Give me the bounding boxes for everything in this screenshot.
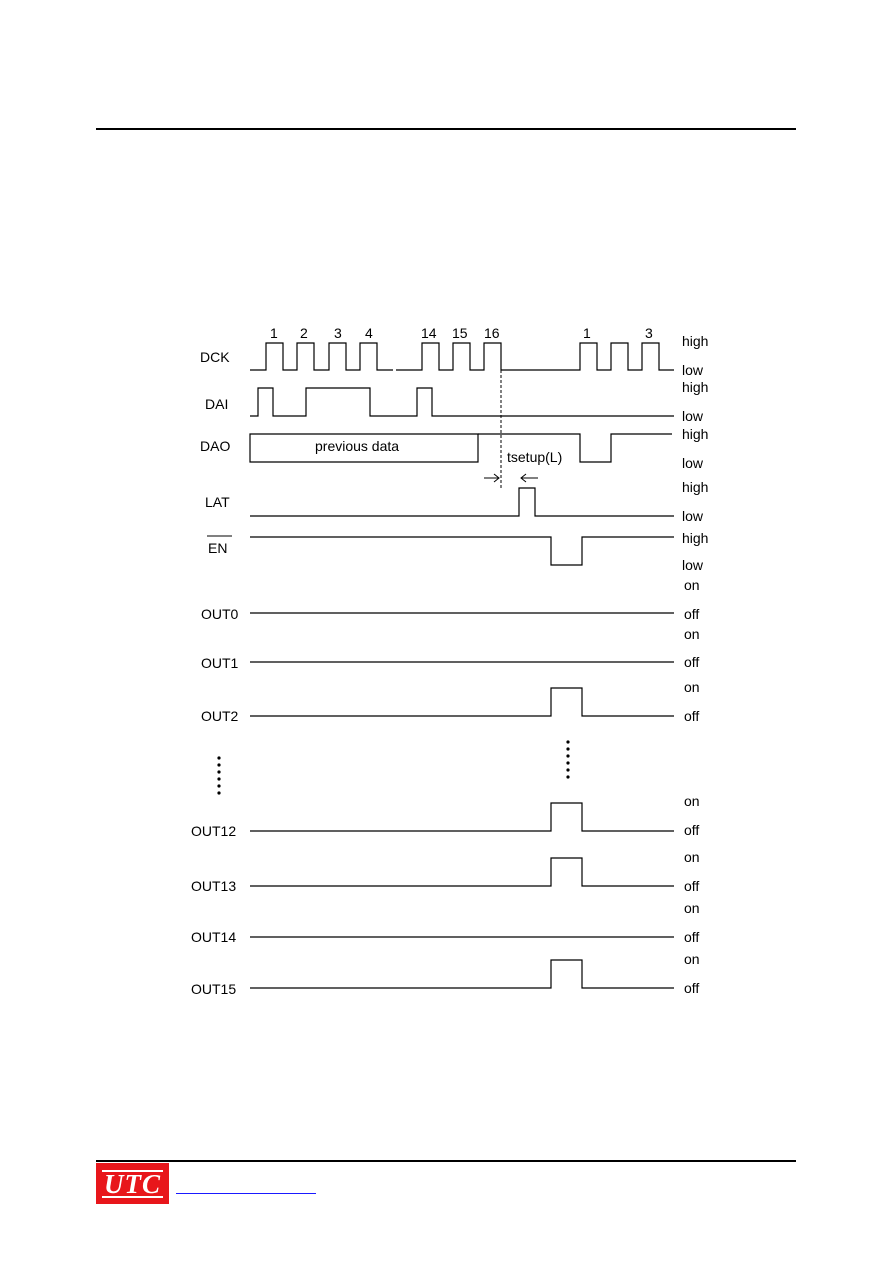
clock-pulse-label: 1 [583, 325, 591, 341]
state-label-out14-off: off [684, 929, 699, 945]
utc-logo: UTC [96, 1163, 169, 1204]
state-label-dao-low: low [682, 455, 704, 471]
lat-waveform [250, 487, 674, 517]
footer-link-underline[interactable] [176, 1193, 316, 1194]
signal-label-en: EN [208, 540, 227, 556]
state-label-lat-high: high [682, 479, 708, 495]
state-label-en-low: low [682, 557, 704, 573]
clock-pulse-label: 4 [365, 325, 373, 341]
state-label-dck-high: high [682, 333, 708, 349]
state-label-out2-on: on [684, 679, 700, 695]
state-label-dai-high: high [682, 379, 708, 395]
setup-arrow-left-icon [520, 473, 538, 483]
signal-label-out15: OUT15 [191, 981, 236, 997]
state-label-lat-low: low [682, 508, 704, 524]
state-label-out12-off: off [684, 822, 699, 838]
clock-pulse-label: 2 [300, 325, 308, 341]
state-label-out15-off: off [684, 980, 699, 996]
state-label-en-high: high [682, 530, 708, 546]
signal-label-out14: OUT14 [191, 929, 236, 945]
state-label-dao-high: high [682, 426, 708, 442]
signal-label-out2: OUT2 [201, 708, 239, 724]
state-label-dai-low: low [682, 408, 704, 424]
footer-rule [96, 1160, 796, 1162]
logo-text: UTC [102, 1168, 163, 1199]
en-waveform [250, 536, 674, 566]
state-label-out15-on: on [684, 951, 700, 967]
out12-waveform [250, 802, 674, 832]
signal-label-dao: DAO [200, 438, 230, 454]
out2-waveform [250, 687, 674, 717]
dao-previous-data-box [249, 433, 479, 463]
state-label-out2-off: off [684, 708, 699, 724]
dai-waveform [250, 387, 674, 417]
dck-waveform [250, 342, 674, 371]
signal-label-out0: OUT0 [201, 606, 239, 622]
out13-waveform [250, 857, 674, 887]
signal-label-dck: DCK [200, 349, 230, 365]
state-label-out0-on: on [684, 577, 700, 593]
signal-label-lat: LAT [205, 494, 230, 510]
clock-pulse-label: 15 [452, 325, 468, 341]
clock-pulse-label: 14 [421, 325, 437, 341]
ellipsis-dots-center [566, 740, 570, 779]
out15-waveform [250, 959, 674, 989]
clock-pulse-label: 3 [645, 325, 653, 341]
timing-label: tsetup(L) [507, 449, 562, 465]
state-label-out14-on: on [684, 900, 700, 916]
state-label-dck-low: low [682, 362, 704, 378]
clock-pulse-label: 1 [270, 325, 278, 341]
dao-waveform [478, 433, 672, 463]
setup-arrow-right-icon [484, 473, 500, 483]
signal-label-out13: OUT13 [191, 878, 236, 894]
state-label-out13-on: on [684, 849, 700, 865]
signal-label-out12: OUT12 [191, 823, 236, 839]
state-label-out13-off: off [684, 878, 699, 894]
clock-pulse-label: 16 [484, 325, 500, 341]
header-rule [96, 128, 796, 130]
clock-pulse-label: 3 [334, 325, 342, 341]
state-label-out1-on: on [684, 626, 700, 642]
signal-label-dai: DAI [205, 396, 228, 412]
state-label-out12-on: on [684, 793, 700, 809]
ellipsis-dots-left [217, 756, 221, 795]
state-label-out0-off: off [684, 606, 699, 622]
signal-label-out1: OUT1 [201, 655, 239, 671]
dao-box-label: previous data [315, 438, 399, 454]
state-label-out1-off: off [684, 654, 699, 670]
